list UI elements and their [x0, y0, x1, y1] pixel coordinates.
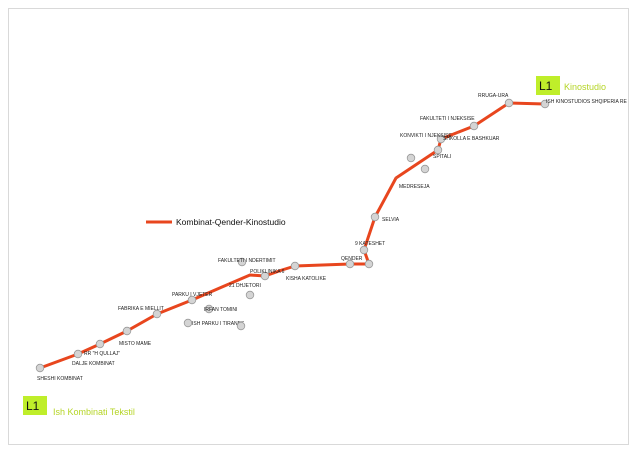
- stop-marker[interactable]: [187, 295, 197, 305]
- stop-marker[interactable]: [540, 99, 550, 109]
- stop-marker[interactable]: [73, 349, 83, 359]
- stop-label: SHESHI KOMBINAT: [37, 376, 83, 382]
- stop-label: RRUGA-URA: [478, 93, 509, 99]
- terminal-line-south: L1: [26, 399, 40, 413]
- stop[interactable]: KONVIKTI I NJEKSISE: [400, 132, 459, 139]
- stop-label: DALJE KOMBINAT: [72, 361, 115, 367]
- stop[interactable]: KISHA KATOLIKE: [286, 261, 327, 282]
- stop-marker[interactable]: [420, 164, 430, 174]
- stop-marker[interactable]: [345, 259, 355, 269]
- terminal-badge-north: [536, 76, 560, 95]
- stop-marker[interactable]: [469, 121, 479, 131]
- stop-marker[interactable]: [436, 134, 446, 144]
- stop-marker[interactable]: [236, 321, 246, 331]
- stop-label: 21 DHJETORI: [229, 283, 261, 289]
- stop-label: SHKOLLA E BASHKUAR: [443, 136, 500, 142]
- stop-label: FABRIKA E MIELLIT: [118, 306, 164, 312]
- stop[interactable]: 21 DHJETORI: [229, 283, 261, 300]
- stop-label: ISH PARKU I TIRANES: [192, 321, 245, 327]
- stop[interactable]: RRUGA-URA: [478, 93, 514, 108]
- stop-marker[interactable]: [504, 98, 514, 108]
- stop[interactable]: QENDER: [341, 256, 363, 269]
- stop-marker[interactable]: [260, 271, 270, 281]
- stop[interactable]: SHKOLLA E BASHKUAR: [436, 134, 500, 144]
- stop-marker[interactable]: [204, 304, 214, 314]
- stop[interactable]: FABRIKA E MIELLIT: [118, 306, 164, 319]
- stop-marker[interactable]: [245, 290, 255, 300]
- stop[interactable]: MISTO MAME: [119, 326, 152, 347]
- stop-label: FAKULTETI I NDERTIMIT: [218, 258, 276, 264]
- stop-marker[interactable]: [35, 363, 45, 373]
- stop-label: SELVIA: [382, 217, 400, 223]
- stop-label: MISTO MAME: [119, 341, 152, 347]
- stop-marker[interactable]: [433, 145, 443, 155]
- stop[interactable]: PARKU I VJETER: [172, 292, 213, 305]
- terminal-badge-south: [23, 396, 47, 415]
- stop[interactable]: RR "H QULLAJ": [84, 339, 120, 357]
- stop[interactable]: FAKULTETI I NDERTIMIT: [218, 257, 276, 267]
- stop-label: QENDER: [341, 256, 363, 262]
- stop-label: 9 KATESHET: [355, 241, 385, 247]
- stop-label: PARKU I VJETER: [172, 292, 213, 298]
- stop[interactable]: SHESHI KOMBINAT: [35, 363, 83, 382]
- stop-marker[interactable]: [152, 309, 162, 319]
- terminal-line-north: L1: [539, 79, 553, 93]
- stop-label: SPITALI: [433, 154, 451, 160]
- stop[interactable]: FAKULTETI I NJEKSISE: [420, 116, 479, 131]
- stop-label: IRFAN TOMINI: [204, 307, 237, 313]
- stop-label: FAKULTETI I NJEKSISE: [420, 116, 475, 122]
- stop[interactable]: [364, 259, 374, 269]
- terminal-name-north: Kinostudio: [564, 82, 606, 92]
- stop-marker[interactable]: [183, 318, 193, 328]
- stop[interactable]: SPITALI: [433, 145, 451, 160]
- stop[interactable]: IRFAN TOMINI: [204, 304, 237, 314]
- map-frame: [8, 8, 629, 445]
- stop-marker[interactable]: [237, 257, 247, 267]
- stop[interactable]: ISH PARKU I TIRANES: [183, 318, 245, 328]
- stop[interactable]: ISH KINOSTUDIOS SHQIPERIA RE: [540, 99, 628, 109]
- stop-marker[interactable]: [364, 259, 374, 269]
- stop[interactable]: SELVIA: [370, 212, 400, 223]
- stop[interactable]: [420, 164, 430, 174]
- stop-label: KONVIKTI I NJEKSISE: [400, 133, 452, 139]
- stop-marker[interactable]: [122, 326, 132, 336]
- stop-marker[interactable]: [406, 153, 416, 163]
- stop[interactable]: [406, 153, 416, 163]
- stop-marker[interactable]: [95, 339, 105, 349]
- stop[interactable]: MEDRESEJA: [395, 177, 430, 190]
- stop-marker[interactable]: [359, 245, 369, 255]
- stop[interactable]: 9 KATESHET: [355, 241, 385, 255]
- stop[interactable]: POLIKLINIKA 6: [250, 269, 285, 281]
- stop-label: RR "H QULLAJ": [84, 351, 120, 357]
- stop-label: POLIKLINIKA 6: [250, 269, 285, 275]
- stop[interactable]: DALJE KOMBINAT: [72, 349, 115, 367]
- stop-label: KISHA KATOLIKE: [286, 276, 327, 282]
- legend-label: Kombinat-Qender-Kinostudio: [176, 217, 286, 227]
- stop[interactable]: [236, 321, 246, 331]
- stop-label: MEDRESEJA: [399, 184, 430, 190]
- terminal-name-south: Ish Kombinati Tekstil: [53, 407, 135, 417]
- stop-marker[interactable]: [290, 261, 300, 271]
- route-line: [38, 101, 547, 370]
- stop-marker[interactable]: [370, 212, 380, 222]
- stop-label: ISH KINOSTUDIOS SHQIPERIA RE: [546, 99, 628, 105]
